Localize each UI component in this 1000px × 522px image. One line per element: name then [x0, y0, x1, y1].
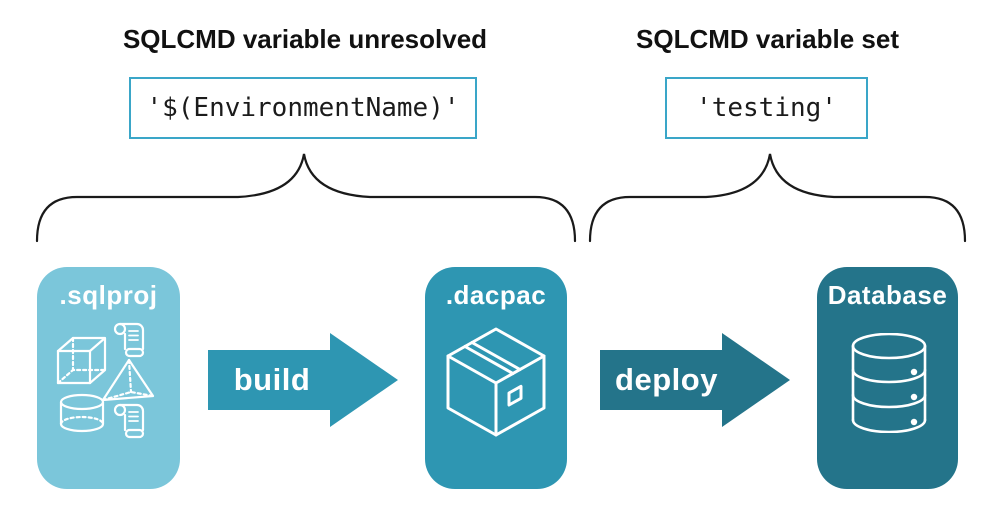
pyramid-icon: [101, 358, 155, 402]
stage-card-sqlproj: .sqlproj: [37, 267, 180, 489]
database-icon: [851, 333, 927, 433]
heading-unresolved: SQLCMD variable unresolved: [122, 24, 488, 54]
package-icon: [446, 327, 546, 437]
brace-left: [35, 153, 577, 243]
brace-right: [588, 153, 967, 243]
code-set-value: 'testing': [696, 93, 837, 123]
scroll-icon: [113, 403, 145, 439]
code-unresolved-value: '$(EnvironmentName)': [146, 93, 460, 123]
build-arrow-shape: [208, 333, 398, 427]
deploy-arrow-shape: [600, 333, 790, 427]
deploy-arrow: [600, 333, 790, 427]
code-box-unresolved: '$(EnvironmentName)': [129, 77, 477, 139]
stage-card-database: Database: [817, 267, 958, 489]
heading-set: SQLCMD variable set: [636, 24, 899, 54]
build-arrow-label: build: [233, 362, 311, 397]
code-box-set: 'testing': [665, 77, 868, 139]
cube-icon: [56, 336, 107, 385]
scroll-icon: [113, 322, 145, 358]
stage-label-database: Database: [827, 280, 948, 310]
deploy-arrow-label: deploy: [615, 362, 718, 397]
stage-label-sqlproj: .sqlproj: [59, 280, 158, 310]
stage-label-dacpac: .dacpac: [445, 280, 547, 310]
stage-card-dacpac: .dacpac: [425, 267, 567, 489]
sqlproj-objects-icons: [56, 322, 155, 439]
build-arrow: [208, 333, 398, 427]
cylinder-icon: [59, 393, 105, 433]
